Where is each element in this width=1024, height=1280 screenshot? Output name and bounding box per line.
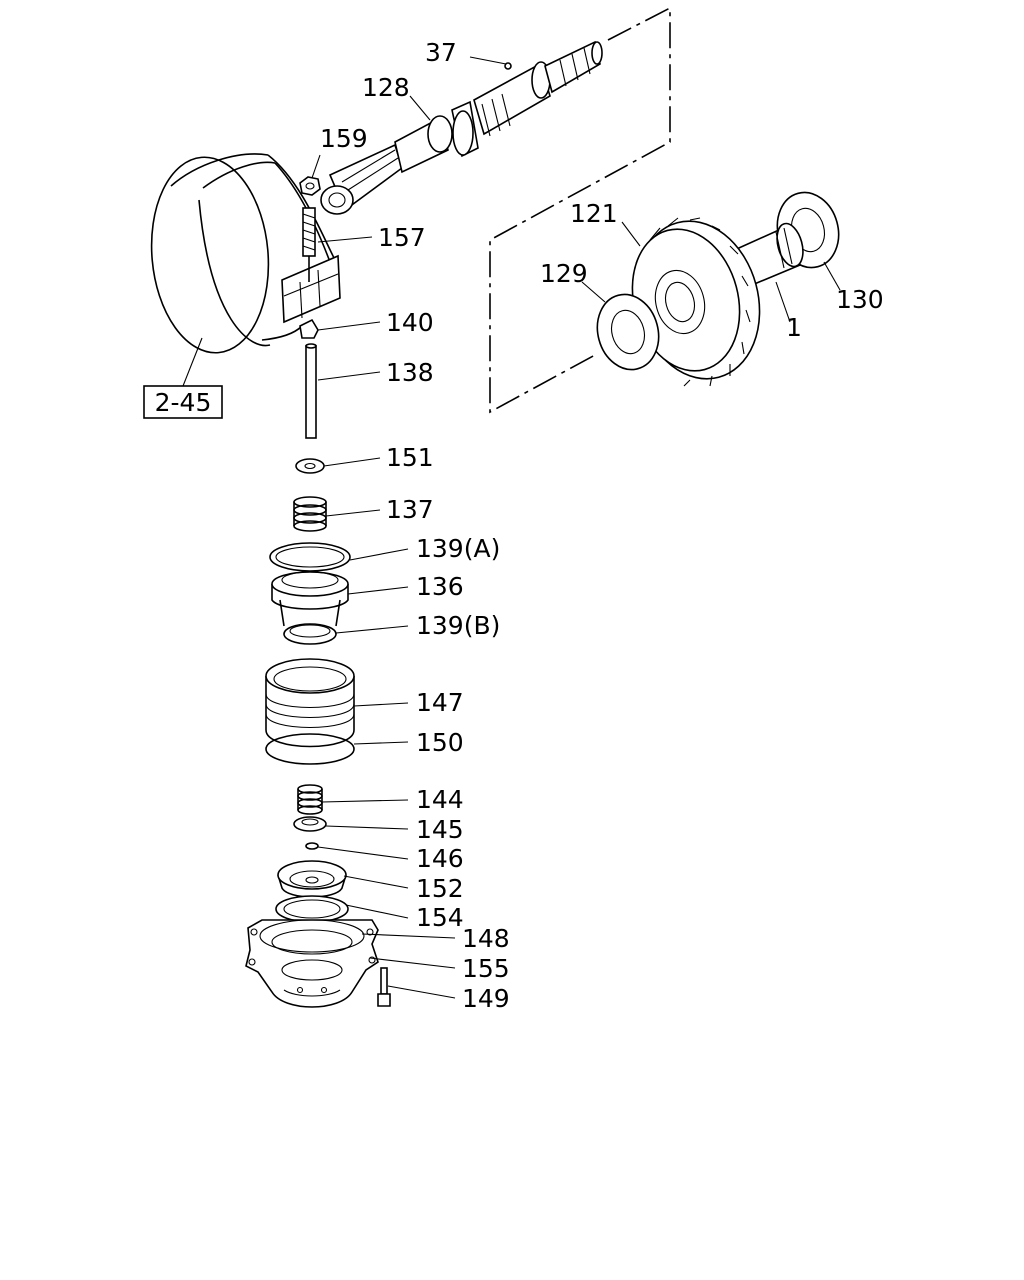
leader-138 <box>317 371 381 381</box>
label-130: 130 <box>836 285 884 314</box>
leader-130 <box>823 261 841 291</box>
leader-151 <box>323 457 381 467</box>
label-136: 136 <box>416 572 464 601</box>
leader-136 <box>347 586 409 595</box>
gear-assembly-drawing <box>596 191 840 387</box>
label-129: 129 <box>540 259 588 288</box>
label-139a: 139(A) <box>416 534 500 563</box>
piston-rod-drawing <box>305 343 317 439</box>
leader-139b <box>335 625 409 634</box>
leader-37 <box>469 56 507 65</box>
washer-drawing <box>295 458 325 474</box>
label-138: 138 <box>386 358 434 387</box>
label-140: 140 <box>386 308 434 337</box>
assembly-group-frame <box>489 6 671 414</box>
leader-144 <box>321 799 409 803</box>
label-144: 144 <box>416 785 464 814</box>
cover-drawing <box>277 860 347 898</box>
label-137: 137 <box>386 495 434 524</box>
label-155: 155 <box>462 954 510 983</box>
snap-ring-drawing <box>305 842 319 850</box>
label-121: 121 <box>570 199 618 228</box>
leader-155 <box>369 957 456 969</box>
spring-drawing <box>293 496 327 532</box>
leader-145 <box>325 825 409 830</box>
label-146: 146 <box>416 844 464 873</box>
leader-121 <box>621 221 641 247</box>
label-150: 150 <box>416 728 464 757</box>
leader-1 <box>775 281 791 323</box>
gasket-drawing <box>275 895 349 923</box>
leader-157 <box>317 236 373 243</box>
adjust-screw-drawing <box>302 207 316 282</box>
label-149: 149 <box>462 984 510 1013</box>
label-145: 145 <box>416 815 464 844</box>
label-151: 151 <box>386 443 434 472</box>
small-spring-drawing <box>297 784 323 815</box>
label-37: 37 <box>425 38 457 67</box>
leader-137 <box>325 509 381 517</box>
leader-152 <box>343 875 409 889</box>
piston-case-drawing <box>265 658 355 765</box>
leader-159 <box>311 154 321 179</box>
leader-146 <box>317 846 409 860</box>
leader-149 <box>387 985 456 999</box>
label-139b: 139(B) <box>416 611 500 640</box>
leader-129 <box>581 281 606 303</box>
reference-leader <box>182 337 203 387</box>
label-152: 152 <box>416 874 464 903</box>
label-147: 147 <box>416 688 464 717</box>
leader-128 <box>409 95 431 121</box>
strut-drawing <box>299 318 319 339</box>
label-157: 157 <box>378 223 426 252</box>
output-shaft-drawing <box>320 40 603 215</box>
label-148: 148 <box>462 924 510 953</box>
brake-band-drawing <box>150 153 341 354</box>
label-128: 128 <box>362 73 410 102</box>
leader-150 <box>353 741 409 745</box>
retainer-drawing <box>293 816 327 832</box>
label-154: 154 <box>416 903 464 932</box>
bolt-drawing <box>377 967 391 1007</box>
label-159: 159 <box>320 124 368 153</box>
leader-148 <box>361 933 456 939</box>
piston-drawing <box>269 542 351 645</box>
leader-147 <box>353 702 409 707</box>
housing-drawing <box>245 919 379 1008</box>
leader-154 <box>345 904 409 919</box>
leader-140 <box>317 321 381 331</box>
reference-label: 2-45 <box>155 388 212 417</box>
label-1: 1 <box>786 313 802 342</box>
nut-drawing <box>299 176 321 196</box>
leader-139a <box>349 548 409 561</box>
